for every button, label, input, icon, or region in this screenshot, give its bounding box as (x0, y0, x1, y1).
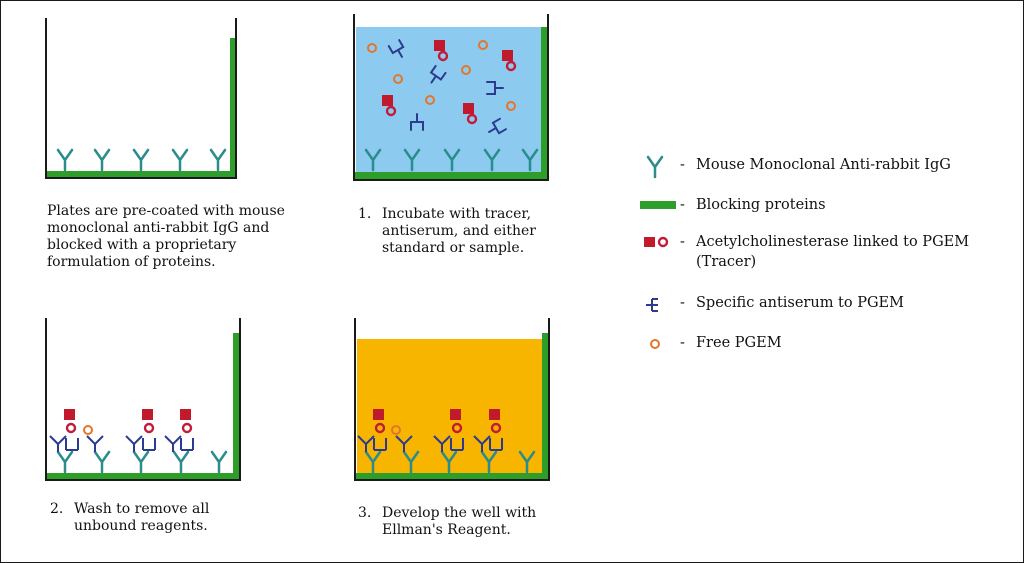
blocking-layer (356, 473, 548, 479)
legend-dash: - (680, 157, 685, 173)
step-text: Wash to remove all unbound reagents. (74, 501, 210, 534)
well-develop (354, 318, 550, 481)
legend-label: Acetylcholinesterase linked to PGEM (Tra… (696, 234, 970, 270)
blocking-layer (47, 473, 239, 479)
well-wash (45, 318, 241, 481)
blocking-wall (541, 27, 547, 179)
caption-step1: 1. Incubate with tracer, antiserum, and … (358, 206, 558, 257)
antiserum-icon (646, 298, 658, 312)
legend-item-antiserum: - Specific antiserum to PGEM (640, 293, 1010, 315)
free-pgem-icon (650, 339, 660, 349)
legend-label: Blocking proteins (696, 197, 826, 213)
blocking-wall (542, 333, 548, 479)
caption-step3: 3. Develop the well with Ellman's Reagen… (358, 505, 568, 539)
step-text: Develop the well with Ellman's Reagent. (382, 505, 537, 538)
legend-dash: - (680, 234, 685, 250)
blocking-layer (355, 172, 547, 179)
legend-label: Specific antiserum to PGEM (696, 295, 904, 311)
legend-dash: - (680, 197, 685, 213)
blocking-layer (47, 171, 235, 177)
legend-item-free-pgem: - Free PGEM (640, 333, 1010, 355)
caption-step2: 2. Wash to remove all unbound reagents. (50, 501, 250, 535)
step-text: Incubate with tracer, antiserum, and eit… (382, 206, 536, 256)
igg-row (56, 148, 227, 172)
well-precoated (45, 18, 237, 179)
caption-precoated: Plates are pre-coated with mouse monoclo… (47, 203, 287, 271)
caption-precoated-text: Plates are pre-coated with mouse monoclo… (47, 203, 285, 270)
bound-complexes (357, 409, 503, 452)
legend-item-mouse-igg: - Mouse Monoclonal Anti-rabbit IgG (640, 155, 1010, 179)
step-number: 1. (358, 206, 372, 222)
legend-dash: - (680, 295, 685, 311)
legend-label: Mouse Monoclonal Anti-rabbit IgG (696, 157, 951, 173)
blocking-wall (230, 38, 235, 177)
step-number: 3. (358, 505, 372, 521)
legend-item-blocking: - Blocking proteins (640, 195, 1010, 217)
blocking-wall (233, 333, 239, 479)
well-incubate (353, 14, 549, 181)
legend-label: Free PGEM (696, 335, 782, 351)
legend-item-tracer: - Acetylcholinesterase linked to PGEM (T… (640, 232, 1010, 276)
step-number: 2. (50, 501, 64, 517)
blocking-protein-icon (640, 201, 676, 209)
tracer-icon (644, 236, 669, 248)
mouse-igg-icon (646, 155, 664, 179)
bound-complexes (49, 409, 194, 452)
igg-row (56, 450, 228, 474)
legend-dash: - (680, 335, 685, 351)
